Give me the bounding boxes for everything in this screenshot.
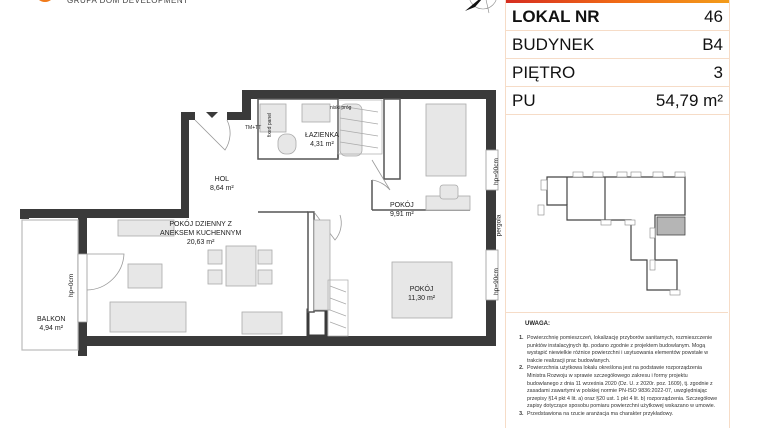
unit-info-panel: LOKAL NR 46 BUDYNEK B4 PIĘTRO 3 PU 54,79… bbox=[505, 0, 730, 428]
building-key-plan bbox=[537, 171, 686, 296]
annotation-pergola: pergola bbox=[495, 214, 503, 237]
floor-plan bbox=[20, 90, 499, 356]
note-item: Powierzchnię pomieszczeń, lokalizację pr… bbox=[525, 335, 720, 365]
info-row-pietro: PIĘTRO 3 bbox=[506, 59, 729, 87]
north-compass-icon bbox=[465, 0, 497, 14]
room-name: POKÓJ bbox=[390, 202, 414, 209]
room-lazienka: ŁAZIENKA 4,31 m² bbox=[305, 131, 339, 149]
info-row-lokal: LOKAL NR 46 bbox=[506, 3, 729, 31]
brand-name: GRUPA DOM DEVELOPMENT bbox=[67, 0, 189, 5]
room-name: POKÓJ DZIENNY Z bbox=[169, 221, 232, 228]
room-name: POKÓJ bbox=[409, 286, 434, 293]
room-pokoj-large: POKÓJ 11,30 m² bbox=[408, 285, 435, 303]
annotation-hp0: hp=0cm bbox=[68, 273, 76, 298]
accent-bar bbox=[506, 0, 729, 3]
room-area: 9,91 m² bbox=[390, 211, 414, 218]
info-row-budynek: BUDYNEK B4 bbox=[506, 31, 729, 59]
annotation-hp90-top: hp=90cm bbox=[492, 158, 500, 185]
room-balkon: BALKON 4,94 m² bbox=[37, 315, 65, 333]
room-name: BALKON bbox=[37, 316, 66, 323]
room-area: 8,64 m² bbox=[210, 185, 234, 192]
info-key: LOKAL NR bbox=[512, 6, 600, 26]
info-value: 46 bbox=[704, 6, 723, 26]
room-area: 11,30 m² bbox=[408, 295, 436, 302]
info-row-pu: PU 54,79 m² bbox=[506, 87, 729, 115]
note-item: Przedstawiona na rzucie aranżacja ma cha… bbox=[525, 411, 720, 419]
room-name: ŁAZIENKA bbox=[305, 132, 339, 139]
brand-logo-icon bbox=[39, 0, 51, 2]
info-key: PIĘTRO bbox=[512, 62, 576, 82]
room-name: HOL bbox=[214, 176, 230, 183]
room-area: 4,31 m² bbox=[310, 141, 334, 148]
room-name: ANEKSEM KUCHENNYM bbox=[160, 230, 242, 237]
info-value: B4 bbox=[702, 34, 723, 54]
room-area: 20,63 m² bbox=[186, 239, 215, 246]
room-pokoj-small: POKÓJ 9,91 m² bbox=[390, 201, 414, 219]
info-key: PU bbox=[512, 90, 536, 110]
info-value: 3 bbox=[713, 62, 723, 82]
annotation-niski-prog: niski próg bbox=[330, 105, 352, 111]
annotation-tm-tt: TM+TT bbox=[245, 125, 262, 131]
annotation-fixed-panel: fixed panel bbox=[267, 112, 274, 138]
room-area: 4,94 m² bbox=[39, 325, 64, 332]
notes-title: UWAGA: bbox=[525, 321, 550, 327]
room-hol: HOL 8,64 m² bbox=[210, 175, 234, 193]
note-item: Powierzchnia użytkowa lokalu określona j… bbox=[525, 365, 720, 411]
room-pokoj-dzienny: POKÓJ DZIENNY Z ANEKSEM KUCHENNYM 20,63 … bbox=[160, 220, 241, 247]
info-key: BUDYNEK bbox=[512, 34, 595, 54]
notes-section: UWAGA: Powierzchnię pomieszczeń, lokaliz… bbox=[505, 312, 728, 429]
info-value: 54,79 m² bbox=[655, 90, 723, 110]
annotation-hp90-bottom: hp=90cm bbox=[492, 268, 500, 295]
